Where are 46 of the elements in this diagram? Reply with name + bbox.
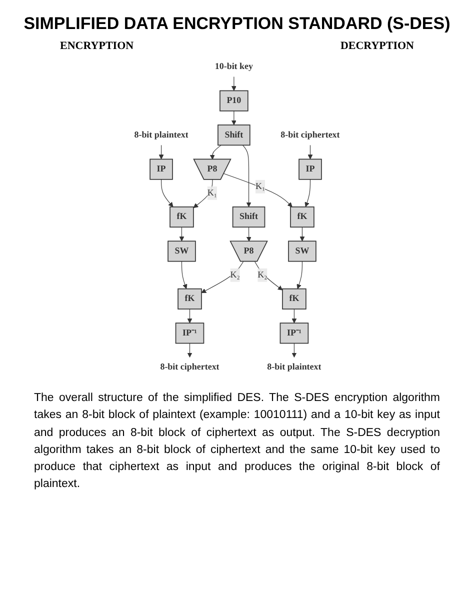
arrow [210,144,222,160]
node-box: IP [298,158,322,180]
arrow [296,261,302,290]
node-text: 8-bit ciphertext [160,362,220,372]
section-heading: DECRYPTION [340,40,414,52]
arrow [187,308,192,324]
node-box: P10 [220,90,248,112]
arrow [304,179,311,208]
arrow [292,343,297,358]
node-box: IP⁻¹ [175,322,204,344]
node-box: fK [170,206,194,228]
node-text: 8-bit plaintext [134,130,188,140]
arrow [292,308,297,324]
node-box: Shift [218,124,250,146]
arrow [179,226,184,242]
arrow [308,144,313,160]
section-heading: ENCRYPTION [60,40,134,52]
arrow [231,76,236,91]
arrow [158,144,164,160]
arrow [161,179,174,208]
arrow [181,261,188,290]
node-box: IP⁻¹ [280,322,309,344]
edge-label: K₁ [256,182,266,192]
arrow [246,226,252,242]
caption: The overall structure of the simplified DES. The S-DES encryption algorithm takes an 8-bit block of plaintext (example: 10010111) and a 10-bit key as input and produces an 8-bit block of ciphertext as output. The S-DES decryption algorithm takes an 8-bit block of ciphertext and the same 10-bit key used to produce that ciphertext as input and produces the original 8-bit block of plaintext. [34,391,440,492]
edge-label: K₁ [207,188,218,198]
arrow [187,343,192,358]
arrow [242,144,252,208]
node-box: fK [290,206,314,228]
arrow [254,261,283,290]
arrow [201,261,244,293]
arrow [224,173,292,208]
arrow [231,110,236,126]
node-box: IP [150,158,173,180]
node-text: 8-bit plaintext [267,362,322,372]
node-text: 8-bit ciphertext [280,130,340,140]
arrow [300,226,305,242]
node-box: Shift [232,206,266,228]
edge-label: K₂ [230,270,240,280]
node-box: SW [168,240,196,262]
node-box: fK [178,288,202,310]
node-text: 10-bit key [214,62,254,72]
edge-label: K₂ [258,270,268,280]
node-box: SW [288,240,316,262]
node-box: fK [282,288,306,310]
title: SIMPLIFIED DATA ENCRYPTION STANDARD (S-DES) [22,14,452,34]
